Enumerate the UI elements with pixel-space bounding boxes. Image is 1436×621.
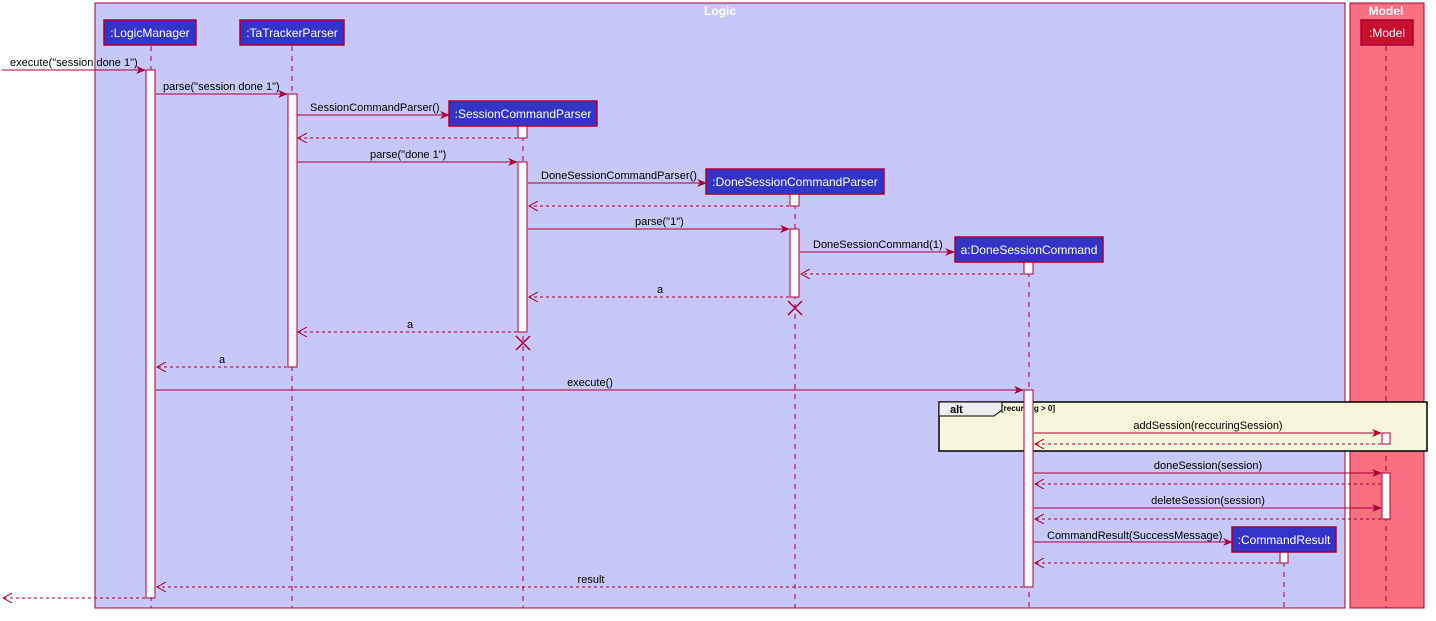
activation-model-add <box>1381 432 1391 445</box>
participant-done-session-command-label: a:DoneSessionCommand <box>961 243 1098 257</box>
participant-command-result-label: :CommandResult <box>1238 533 1331 547</box>
msg-execute-label: execute("session done 1") <box>10 57 138 69</box>
msg-add-session-label: addSession(reccuringSession) <box>1133 420 1282 432</box>
activation-command-result <box>1279 551 1289 564</box>
participant-done-session-command-parser-label: :DoneSessionCommandParser <box>712 175 877 189</box>
msg-delete-session-label: deleteSession(session) <box>1151 495 1265 507</box>
participant-done-session-command-parser: :DoneSessionCommandParser <box>705 168 885 195</box>
alt-operator-label: alt <box>950 404 963 416</box>
participant-tatracker-parser: :TaTrackerParser <box>239 19 345 46</box>
msg-create-done-parser-label: DoneSessionCommandParser() <box>541 170 697 182</box>
participant-model: :Model <box>1360 19 1414 46</box>
activation-done-session-command-parser <box>789 228 800 298</box>
msg-create-command-label: DoneSessionCommand(1) <box>813 239 943 251</box>
activation-session-command-parser-ctor <box>517 125 528 139</box>
message-labels: execute("session done 1") parse("session… <box>10 57 1283 586</box>
participant-session-command-parser-label: :SessionCommandParser <box>455 107 592 121</box>
participant-command-result: :CommandResult <box>1231 526 1337 553</box>
participant-tatracker-parser-label: :TaTrackerParser <box>246 26 338 40</box>
msg-create-session-parser-label: SessionCommandParser() <box>310 102 440 114</box>
participant-model-label: :Model <box>1369 26 1405 40</box>
msg-parse-label: parse("session done 1") <box>163 81 280 93</box>
messages <box>2 66 1382 598</box>
logic-group-box: Logic <box>94 2 1346 609</box>
participant-session-command-parser: :SessionCommandParser <box>448 100 598 127</box>
activation-tatracker-parser <box>287 93 298 368</box>
return-a-1-label: a <box>657 284 664 296</box>
activation-session-command-parser <box>517 161 528 333</box>
msg-parse-done-label: parse("done 1") <box>370 149 446 161</box>
return-result-label: result <box>578 574 605 586</box>
msg-create-result-label: CommandResult(SuccessMessage) <box>1047 530 1222 542</box>
msg-parse-1-label: parse("1") <box>635 216 684 228</box>
destroy-x-icon <box>787 300 803 316</box>
model-group-label: Model <box>1369 4 1404 18</box>
msg-execute-command-label: execute() <box>567 377 613 389</box>
activation-model-done-delete <box>1381 472 1391 520</box>
participant-done-session-command: a:DoneSessionCommand <box>954 236 1104 263</box>
return-a-3-label: a <box>219 354 226 366</box>
activation-done-session-command-parser-ctor <box>789 193 800 207</box>
activation-done-session-command <box>1023 389 1034 588</box>
destroy-markers <box>515 300 803 351</box>
participant-logic-manager: :LogicManager <box>103 19 197 46</box>
participants: :LogicManager :TaTrackerParser :SessionC… <box>103 19 1414 553</box>
destroy-x-icon <box>515 335 531 351</box>
logic-group-label: Logic <box>704 4 736 18</box>
activations <box>145 69 1391 599</box>
return-a-2-label: a <box>407 319 414 331</box>
activation-logic-manager <box>145 69 156 599</box>
activation-done-session-command-ctor <box>1023 261 1034 275</box>
participant-logic-manager-label: :LogicManager <box>110 26 189 40</box>
msg-done-session-label: doneSession(session) <box>1154 460 1262 472</box>
